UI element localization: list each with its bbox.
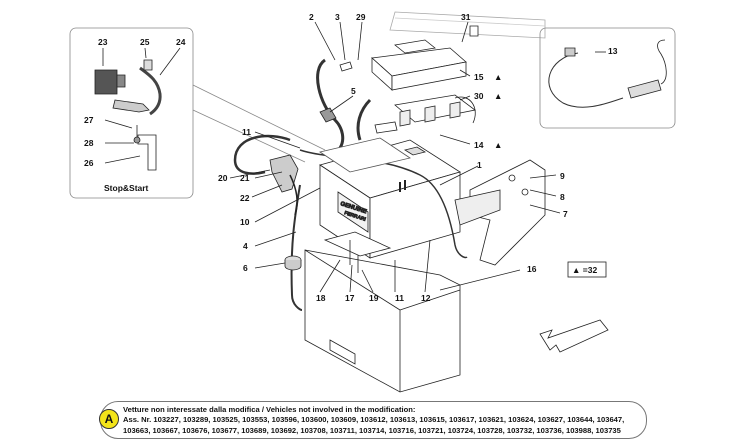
callout-19: 19 bbox=[369, 293, 379, 303]
inset-charger-cable bbox=[539, 27, 676, 129]
callout-11-bottom: 11 bbox=[395, 293, 404, 303]
callout-9: 9 bbox=[560, 171, 565, 181]
callout-14: 14 bbox=[474, 140, 484, 150]
callout-24: 24 bbox=[176, 37, 186, 47]
callout-8: 8 bbox=[560, 192, 565, 202]
callout-18: 18 bbox=[316, 293, 326, 303]
note-badge-a: A bbox=[99, 409, 119, 429]
modification-note: A Vetture non interessate dalla modifica… bbox=[99, 401, 647, 439]
callout-21: 21 bbox=[240, 173, 250, 183]
callout-6: 6 bbox=[243, 263, 248, 273]
inset-caption: Stop&Start bbox=[104, 183, 149, 193]
callout-5: 5 bbox=[351, 86, 356, 96]
callout-11-top: 11 bbox=[242, 127, 251, 137]
inset-stop-start bbox=[69, 27, 194, 199]
callout-2: 2 bbox=[309, 12, 314, 22]
callout-22: 22 bbox=[240, 193, 250, 203]
callout-28: 28 bbox=[84, 138, 94, 148]
callout-31: 31 bbox=[461, 12, 471, 22]
callout-12: 12 bbox=[421, 293, 431, 303]
callout-15: 15 bbox=[474, 72, 484, 82]
triangle-14: ▲ bbox=[494, 140, 502, 150]
callout-4: 4 bbox=[243, 241, 248, 251]
terminal-block bbox=[374, 94, 476, 134]
legend-text: ▲ =32 bbox=[572, 265, 597, 275]
direction-arrow bbox=[539, 319, 609, 353]
battery-housing bbox=[304, 249, 461, 393]
battery-cover bbox=[371, 39, 467, 91]
callout-23: 23 bbox=[98, 37, 108, 47]
callout-27: 27 bbox=[84, 115, 94, 125]
callout-16: 16 bbox=[527, 264, 537, 274]
callout-13: 13 bbox=[608, 46, 618, 56]
callout-10: 10 bbox=[240, 217, 250, 227]
callout-7: 7 bbox=[563, 209, 568, 219]
callout-26: 26 bbox=[84, 158, 94, 168]
callout-3: 3 bbox=[335, 12, 340, 22]
note-line-1: Vetture non interessate dalla modifica /… bbox=[123, 405, 416, 414]
callout-20: 20 bbox=[218, 173, 228, 183]
callout-1: 1 bbox=[477, 160, 482, 170]
legend-box bbox=[567, 261, 607, 278]
triangle-15: ▲ bbox=[494, 72, 502, 82]
note-line-3: 103663, 103667, 103676, 103677, 103689, … bbox=[123, 425, 621, 435]
triangle-30: ▲ bbox=[494, 91, 502, 101]
note-line-2: Ass. Nr. 103227, 103289, 103525, 103553,… bbox=[123, 415, 625, 425]
callout-17: 17 bbox=[345, 293, 355, 303]
callout-30: 30 bbox=[474, 91, 484, 101]
callout-25: 25 bbox=[140, 37, 150, 47]
support-bracket bbox=[454, 159, 546, 266]
callout-29: 29 bbox=[356, 12, 366, 22]
